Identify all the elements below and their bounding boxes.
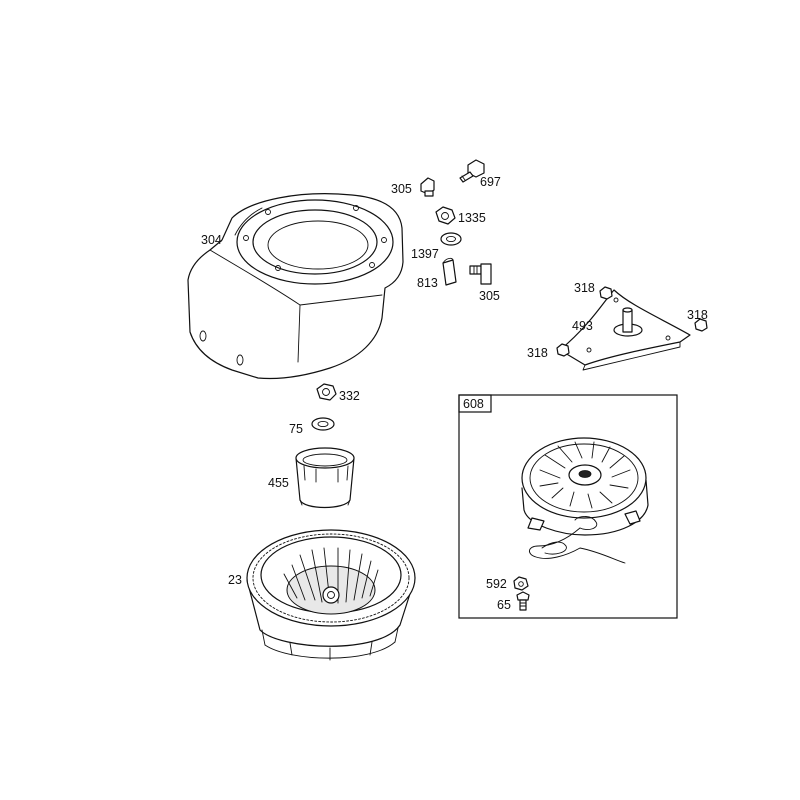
nut-332[interactable] [316, 383, 337, 401]
label-65: 65 [497, 598, 511, 612]
label-1397: 1397 [411, 247, 439, 261]
blower-housing-304[interactable] [187, 193, 404, 380]
screw-305-side[interactable] [469, 263, 492, 285]
label-1335: 1335 [458, 211, 486, 225]
recoil-starter[interactable] [521, 437, 649, 564]
label-305-side: 305 [479, 289, 500, 303]
label-304: 304 [201, 233, 222, 247]
nut-592[interactable] [513, 576, 529, 591]
label-592: 592 [486, 577, 507, 591]
label-332: 332 [339, 389, 360, 403]
cup-455[interactable] [295, 447, 355, 509]
label-608: 608 [463, 397, 484, 411]
nut-318-right[interactable] [694, 318, 708, 332]
nut-318-top[interactable] [599, 286, 613, 300]
nut-318-left[interactable] [556, 343, 570, 357]
label-455: 455 [268, 476, 289, 490]
starter-cup-493[interactable] [559, 289, 691, 371]
label-305-top: 305 [391, 182, 412, 196]
flywheel-23[interactable] [246, 529, 416, 661]
label-75: 75 [289, 422, 303, 436]
washer-75[interactable] [311, 417, 335, 431]
screw-305-top[interactable] [420, 177, 435, 197]
clip-813[interactable] [442, 257, 457, 286]
kit-608-box[interactable] [458, 394, 678, 619]
bolt-697[interactable] [459, 159, 485, 183]
label-813: 813 [417, 276, 438, 290]
label-318-top: 318 [574, 281, 595, 295]
label-493: 493 [572, 319, 593, 333]
screw-65[interactable] [516, 591, 530, 611]
label-318-left: 318 [527, 346, 548, 360]
nut-1335[interactable] [435, 206, 456, 225]
label-697: 697 [480, 175, 501, 189]
label-318-right: 318 [687, 308, 708, 322]
label-23: 23 [228, 573, 242, 587]
washer-1397[interactable] [440, 232, 462, 246]
